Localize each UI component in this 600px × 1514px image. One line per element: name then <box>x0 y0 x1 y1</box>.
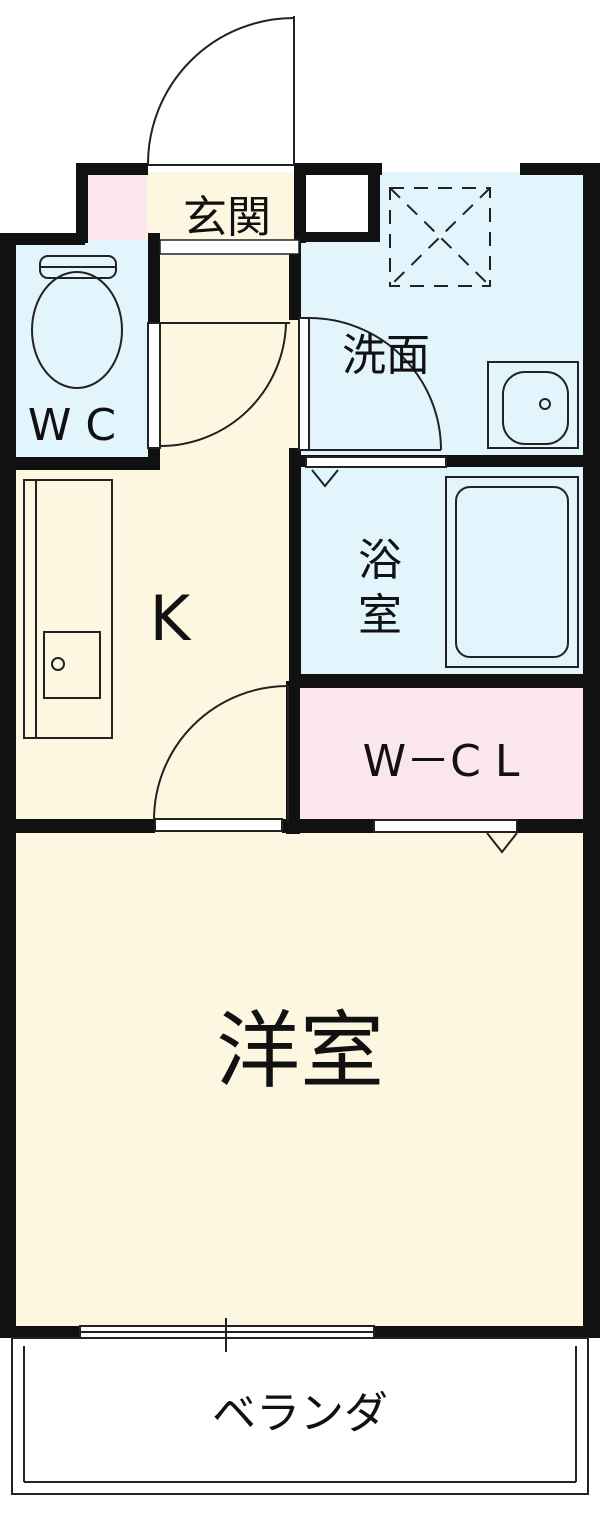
bath-door <box>305 456 447 488</box>
walls <box>0 163 600 1338</box>
wall-pillar-left <box>294 163 306 243</box>
walk-in-closet-area <box>299 681 588 825</box>
walk-in-closet-label: W－C L <box>363 736 520 787</box>
western-room-label: 洋室 <box>216 1002 384 1100</box>
veranda-window <box>79 1318 375 1352</box>
wash-basin-icon <box>487 361 579 449</box>
bathtub-icon <box>445 476 579 668</box>
toilet-icon <box>31 255 123 389</box>
wall-top-washroom-left <box>294 163 382 175</box>
wall-left <box>0 233 16 1336</box>
entrance-area <box>146 172 299 242</box>
closet-door <box>373 819 518 854</box>
wall-bath-closet <box>299 674 588 688</box>
kitchen-label: K <box>150 582 192 655</box>
veranda-label: ベランダ <box>212 1388 388 1439</box>
wall-pillar-bottom <box>294 232 378 242</box>
wall-wc-right <box>148 233 160 323</box>
bath-label-line2: 室 <box>358 590 402 641</box>
wall-kitchen-right-mid <box>289 448 301 686</box>
wc-label: W C <box>28 400 116 451</box>
entrance-door <box>146 16 295 166</box>
wall-middle-center <box>282 819 374 833</box>
wall-wc-bottom <box>0 457 160 470</box>
laundry-pan-icon <box>389 187 491 287</box>
wall-top-washroom-right <box>520 163 600 175</box>
kitchen-counter <box>23 479 113 739</box>
wall-pillar-right <box>368 163 380 242</box>
wall-top-wc <box>0 233 85 245</box>
wall-middle-right <box>517 819 600 833</box>
wall-top-storage <box>76 163 148 175</box>
wall-entrance-left <box>76 163 88 243</box>
wc-door <box>147 322 290 449</box>
kitchen-area <box>12 463 299 825</box>
room-fills <box>12 172 588 1333</box>
wall-kitchen-right <box>289 240 301 320</box>
western-room-area <box>12 825 588 1333</box>
bath-area <box>299 463 588 681</box>
entrance-step <box>159 239 300 255</box>
washroom-label: 洗面 <box>342 330 430 381</box>
hallway-area <box>160 240 299 465</box>
bath-label-line1: 浴 <box>358 535 402 586</box>
entrance-storage-area <box>85 172 147 240</box>
labels: 玄関 W C 洗面 浴 室 K W－C L 洋室 ベランダ <box>28 192 520 1439</box>
wall-right <box>583 163 600 1336</box>
washroom-door <box>298 317 442 451</box>
wall-kitchen-right-low <box>286 681 300 834</box>
pillar-box <box>304 175 372 232</box>
wall-middle-left <box>0 819 155 833</box>
veranda <box>11 1337 589 1495</box>
kitchen-door <box>153 685 289 832</box>
entrance-label: 玄関 <box>183 192 271 243</box>
